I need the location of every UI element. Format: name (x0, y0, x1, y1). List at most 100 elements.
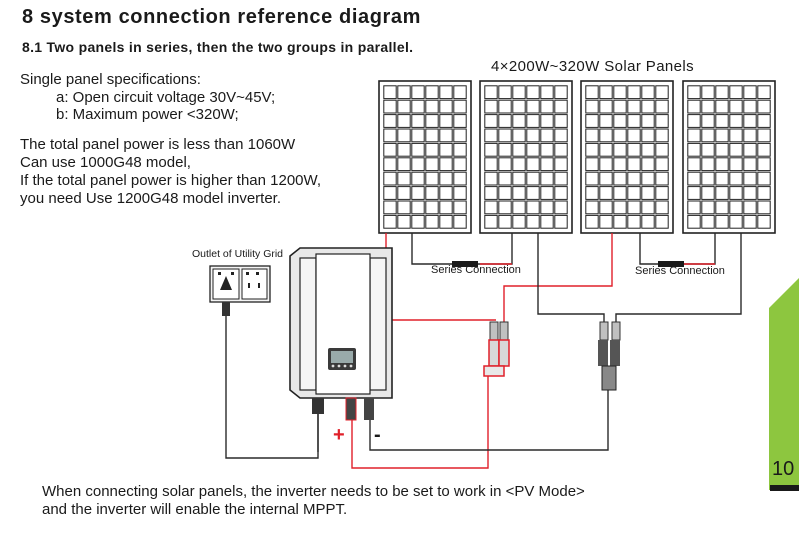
ac-cable (225, 302, 319, 459)
page-number: 10 (772, 458, 795, 480)
solar-cell (641, 214, 655, 229)
series-label-left: Series Connection (431, 264, 521, 276)
solar-cell (599, 157, 613, 172)
solar-cell (484, 214, 498, 229)
solar-cell (715, 186, 729, 200)
solar-cell (383, 214, 397, 229)
spec-item-b: b: Maximum power <320W; (56, 106, 239, 123)
solar-cell (715, 157, 729, 172)
solar-cell (383, 142, 397, 157)
solar-cell (743, 200, 757, 215)
solar-cell (512, 142, 526, 157)
solar-cell (701, 157, 715, 172)
solar-cell (526, 200, 540, 215)
solar-cell (613, 128, 627, 143)
solar-cell (743, 99, 757, 114)
solar-cell (411, 171, 425, 186)
solar-cell (613, 99, 627, 114)
solar-cell (453, 214, 467, 229)
solar-cell (498, 99, 512, 114)
solar-cell (498, 214, 512, 229)
solar-cell (512, 186, 526, 200)
solar-cell (484, 171, 498, 186)
solar-cell (512, 114, 526, 128)
solar-cell (627, 99, 641, 114)
solar-cell (540, 171, 554, 186)
footer-line-2: and the inverter will enable the interna… (42, 501, 348, 518)
solar-cell (627, 214, 641, 229)
solar-cell (687, 214, 701, 229)
solar-cell (425, 171, 439, 186)
solar-cell (613, 157, 627, 172)
solar-cell (383, 99, 397, 114)
solar-cell (585, 85, 599, 100)
solar-cell (687, 114, 701, 128)
solar-cell (585, 157, 599, 172)
solar-cell (599, 99, 613, 114)
solar-cell (484, 85, 498, 100)
solar-cell (729, 157, 743, 172)
solar-cell (425, 142, 439, 157)
solar-cell (425, 200, 439, 215)
solar-cell (498, 85, 512, 100)
solar-cell (397, 186, 411, 200)
solar-cell (599, 114, 613, 128)
solar-cell (439, 171, 453, 186)
solar-cell (599, 171, 613, 186)
solar-cell (439, 200, 453, 215)
solar-cell (439, 186, 453, 200)
solar-cell (498, 171, 512, 186)
solar-cell (484, 200, 498, 215)
solar-cell (687, 186, 701, 200)
solar-cell (554, 99, 568, 114)
solar-cell (641, 186, 655, 200)
solar-cell (655, 157, 669, 172)
solar-cell (743, 114, 757, 128)
series-connector-right (658, 261, 684, 267)
solar-cell (540, 85, 554, 100)
solar-cell (757, 85, 771, 100)
solar-cell (397, 214, 411, 229)
solar-cell (526, 142, 540, 157)
solar-cell (715, 171, 729, 186)
solar-cell (411, 114, 425, 128)
solar-cell (613, 142, 627, 157)
solar-cell (585, 114, 599, 128)
solar-cell (641, 85, 655, 100)
solar-cell (498, 142, 512, 157)
series-label-right: Series Connection (635, 265, 725, 277)
parallel-connector-positive (483, 321, 510, 377)
solar-cell (641, 171, 655, 186)
solar-cell (540, 200, 554, 215)
series-connector-left (452, 261, 478, 267)
solar-cell (554, 114, 568, 128)
solar-cell (498, 186, 512, 200)
solar-cell (453, 200, 467, 215)
solar-cell (715, 128, 729, 143)
solar-cell (585, 171, 599, 186)
solar-cell (687, 157, 701, 172)
solar-cell (439, 157, 453, 172)
solar-cell (687, 200, 701, 215)
solar-cell (383, 114, 397, 128)
solar-cell (425, 85, 439, 100)
solar-cell (701, 186, 715, 200)
solar-cell (383, 85, 397, 100)
solar-cell (715, 114, 729, 128)
solar-cell (439, 114, 453, 128)
solar-cell (512, 214, 526, 229)
solar-cell (585, 128, 599, 143)
solar-cell (701, 128, 715, 143)
solar-cell (526, 85, 540, 100)
solar-cell (627, 171, 641, 186)
solar-cell (484, 114, 498, 128)
solar-cell (425, 214, 439, 229)
solar-cell (512, 85, 526, 100)
solar-cell (585, 200, 599, 215)
solar-cell (613, 214, 627, 229)
solar-cell (484, 186, 498, 200)
solar-cell (554, 85, 568, 100)
solar-cell (627, 128, 641, 143)
solar-cell (757, 99, 771, 114)
solar-cell (599, 128, 613, 143)
